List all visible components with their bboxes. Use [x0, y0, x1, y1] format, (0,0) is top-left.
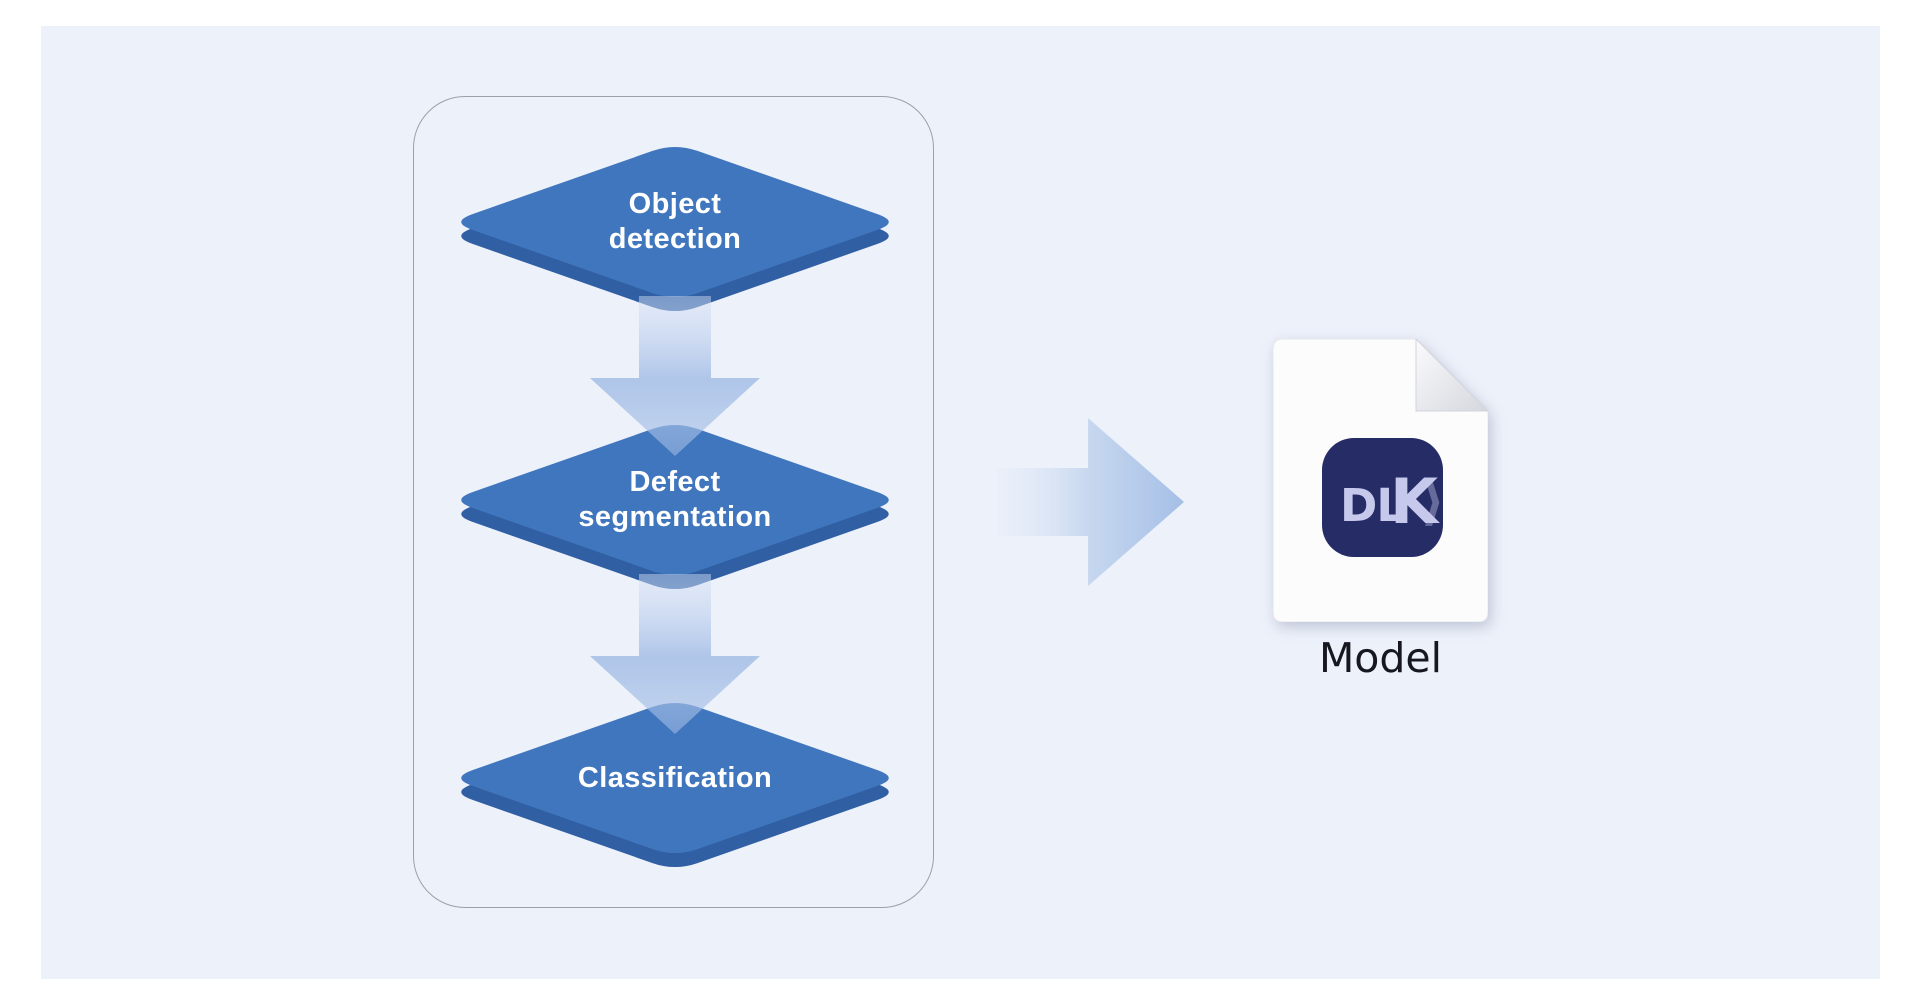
node-label-line: Classification — [577, 761, 773, 794]
node-label-line: detection — [608, 223, 742, 255]
pipeline-panel-border — [413, 96, 934, 908]
logo-bracket-mark: ⟩ — [1421, 472, 1445, 532]
node-label: Object detection — [450, 143, 900, 301]
node-classification: Classification — [450, 699, 900, 871]
file-fold-corner — [1415, 339, 1488, 412]
node-label-line: Defect — [629, 466, 721, 498]
node-label: Defect segmentation — [450, 421, 900, 579]
node-label: Classification — [450, 699, 900, 857]
right-arrow-icon — [997, 418, 1184, 586]
node-object-detection: Object detection — [450, 143, 900, 315]
node-defect-segmentation: Defect segmentation — [450, 421, 900, 593]
node-label-line: Object — [628, 188, 722, 220]
model-file-icon: DL K ⟩ — [1273, 339, 1488, 622]
logo-text-k: K — [1390, 465, 1440, 538]
logo-badge — [1322, 438, 1443, 557]
down-arrow-icon — [590, 296, 760, 456]
model-label: Model — [1318, 634, 1443, 682]
diagram-background — [41, 26, 1880, 979]
down-arrow-icon — [590, 574, 760, 734]
logo-text-dl: DL — [1340, 479, 1404, 532]
node-label-line: segmentation — [578, 501, 772, 533]
